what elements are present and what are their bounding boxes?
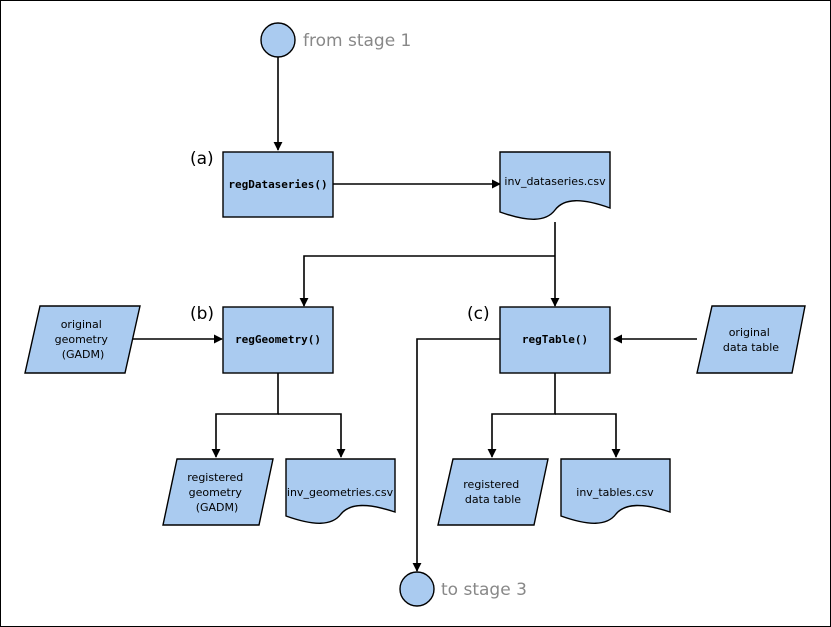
- document-inv-dataseries: inv_dataseries.csv: [499, 151, 611, 220]
- terminal-end: to stage 3: [399, 571, 527, 607]
- edge-regtable-to-end: [412, 338, 500, 572]
- input-original-table: original data table: [696, 305, 806, 374]
- label-b: (b): [190, 304, 214, 324]
- regdataseries-label: regDataseries(): [228, 178, 327, 191]
- start-label: from stage 1: [303, 31, 411, 51]
- document-inv-geometries: inv_geometries.csv: [285, 458, 396, 524]
- original-geometry-line-3: (GADM): [62, 348, 105, 361]
- label-a: (a): [190, 149, 214, 169]
- original-geometry-label: original geometry (GADM): [55, 318, 112, 361]
- registered-table-shape: [437, 458, 549, 526]
- original-table-line-2: data table: [723, 341, 779, 354]
- registered-geometry-line-2: geometry: [189, 486, 243, 499]
- reggeometry-label: regGeometry(): [235, 333, 321, 346]
- registered-geometry-label: registered geometry (GADM): [187, 471, 246, 514]
- original-geometry-shape: [24, 305, 141, 374]
- registered-table-line-2: data table: [465, 493, 521, 506]
- original-geometry-line-2: geometry: [55, 333, 109, 346]
- edge-invdataseries-to-reggeometry: [299, 255, 555, 307]
- inv-dataseries-shape: [499, 151, 611, 220]
- end-circle: [399, 571, 435, 607]
- process-regdataseries: regDataseries(): [222, 151, 334, 218]
- registered-table-label: registered data table: [463, 478, 522, 506]
- edge-reggeometry-to-invgeometries: [278, 413, 346, 458]
- terminal-start: from stage 1: [260, 22, 411, 58]
- registered-geometry-line-3: (GADM): [196, 501, 239, 514]
- registered-geometry-line-1: registered: [187, 471, 243, 484]
- registered-geometry-shape: [162, 458, 274, 526]
- inv-tables-shape: [560, 458, 671, 524]
- registered-table-line-1: registered: [463, 478, 519, 491]
- regtable-box: [499, 306, 611, 374]
- start-circle: [260, 22, 296, 58]
- label-c: (c): [467, 304, 490, 324]
- original-table-label: original data table: [723, 326, 779, 354]
- process-reggeometry: regGeometry(): [222, 306, 334, 374]
- output-registered-geometry: registered geometry (GADM): [162, 458, 274, 526]
- edges: [130, 57, 697, 572]
- input-original-geometry: original geometry (GADM): [24, 305, 141, 374]
- edge-reggeometry-to-registeredgeometry: [211, 373, 279, 458]
- edge-regtable-to-registeredtable: [487, 373, 556, 458]
- output-registered-table: registered data table: [437, 458, 549, 526]
- inv-geometries-shape: [285, 458, 396, 524]
- document-inv-tables: inv_tables.csv: [560, 458, 671, 524]
- regtable-label: regTable(): [522, 333, 588, 346]
- inv-tables-label: inv_tables.csv: [576, 486, 654, 499]
- inv-dataseries-label: inv_dataseries.csv: [504, 175, 606, 188]
- reggeometry-box: [222, 306, 334, 374]
- original-geometry-line-1: original: [61, 318, 102, 331]
- process-regtable: regTable(): [499, 306, 611, 374]
- original-table-shape: [696, 305, 806, 374]
- regdataseries-box: [222, 151, 334, 218]
- original-table-line-1: original: [729, 326, 770, 339]
- end-label: to stage 3: [441, 580, 527, 600]
- inv-geometries-label: inv_geometries.csv: [287, 486, 394, 499]
- edge-regtable-to-invtables: [555, 413, 621, 458]
